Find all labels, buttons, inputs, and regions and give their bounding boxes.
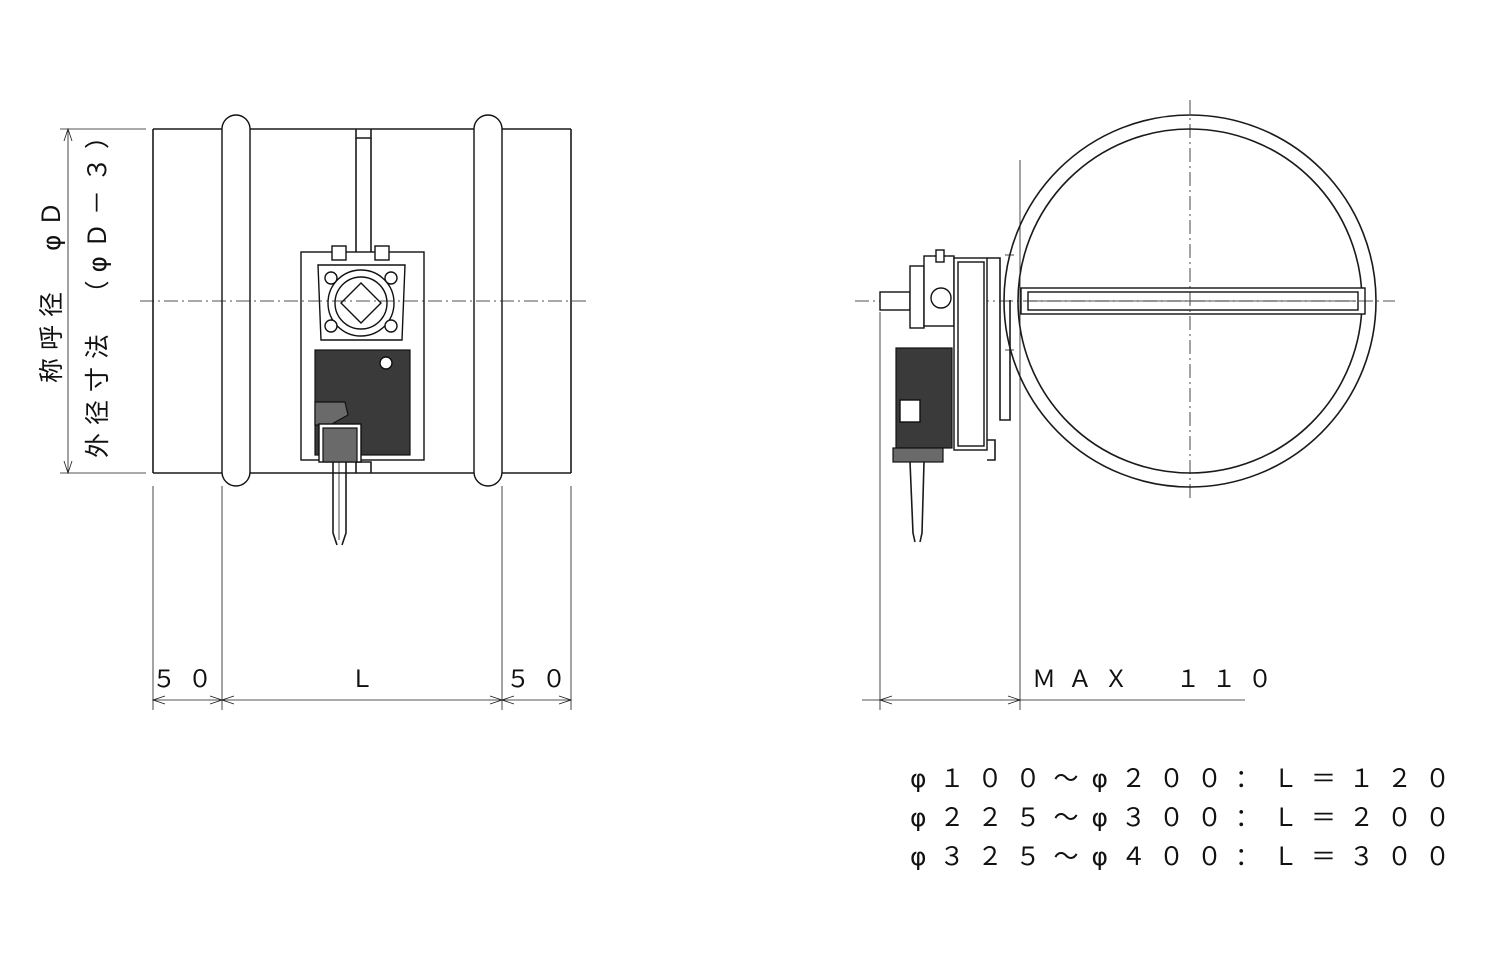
size-table: φ１００～φ２００：Ｌ＝１２０ φ２２５～φ３００：Ｌ＝２００ φ３２５～φ４０… xyxy=(910,764,1463,871)
bead-ring-right xyxy=(473,114,503,487)
bottom-dimensions xyxy=(151,486,573,710)
size-table-row: φ２２５～φ３００：Ｌ＝２００ xyxy=(910,803,1463,832)
max-110-label: ＭＡＸ １１０ xyxy=(1032,665,1284,693)
size-table-row: φ３２５～φ４００：Ｌ＝３００ xyxy=(910,842,1463,871)
side-view xyxy=(60,114,588,546)
outer-dimension-label: 外径寸法 （φＤ－３） xyxy=(83,116,112,458)
bead-ring-left xyxy=(221,114,251,487)
dim-L-label: Ｌ xyxy=(350,665,386,693)
front-view xyxy=(855,100,1395,500)
size-table-row: φ１００～φ２００：Ｌ＝１２０ xyxy=(910,764,1463,793)
dim-50-right-label: ５０ xyxy=(506,665,578,693)
max-dimension xyxy=(862,160,1245,710)
actuator-front xyxy=(300,245,425,463)
dim-50-left-label: ５０ xyxy=(152,665,224,693)
nominal-diameter-label: 称呼径 φＤ xyxy=(37,194,66,384)
